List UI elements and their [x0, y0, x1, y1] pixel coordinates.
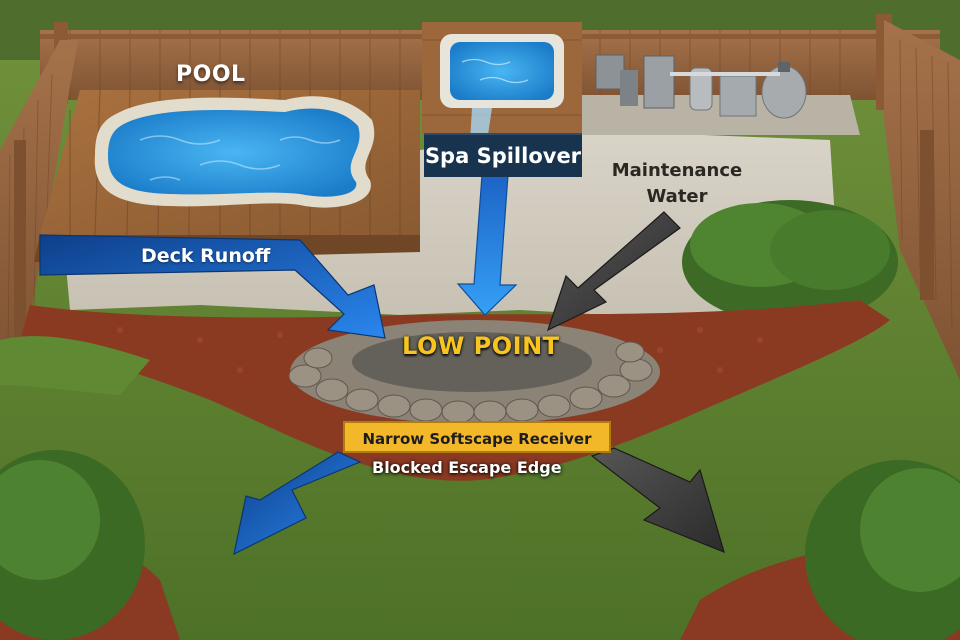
- deck-runoff-label: Deck Runoff: [141, 245, 271, 267]
- overflow-right-arrow: [590, 447, 725, 554]
- front-left-shrub: [0, 450, 145, 640]
- spa-spillover-label: Spa Spillover: [424, 133, 582, 177]
- left-lawn-patch: [0, 336, 150, 395]
- spa: [422, 22, 582, 175]
- spa-spillover-arrow: [456, 174, 518, 316]
- maintenance-water-label: Maintenance Water: [611, 160, 743, 207]
- blocked-escape-edge-label: Blocked Escape Edge: [372, 458, 562, 477]
- deck-runoff-arrow: [39, 234, 386, 339]
- rock-basin: [288, 320, 660, 424]
- pool-equipment: [595, 54, 807, 119]
- low-point-label: LOW POINT: [402, 332, 560, 360]
- narrow-softscape-receiver-label: Narrow Softscape Receiver: [343, 421, 611, 453]
- right-fence: [884, 20, 960, 380]
- maintenance-water-arrow: [546, 211, 681, 332]
- pool-label: POOL: [176, 62, 246, 87]
- front-right-shrub: [805, 460, 960, 640]
- right-shrub: [682, 200, 898, 324]
- overflow-left-arrow: [233, 451, 362, 556]
- pool: [94, 96, 375, 208]
